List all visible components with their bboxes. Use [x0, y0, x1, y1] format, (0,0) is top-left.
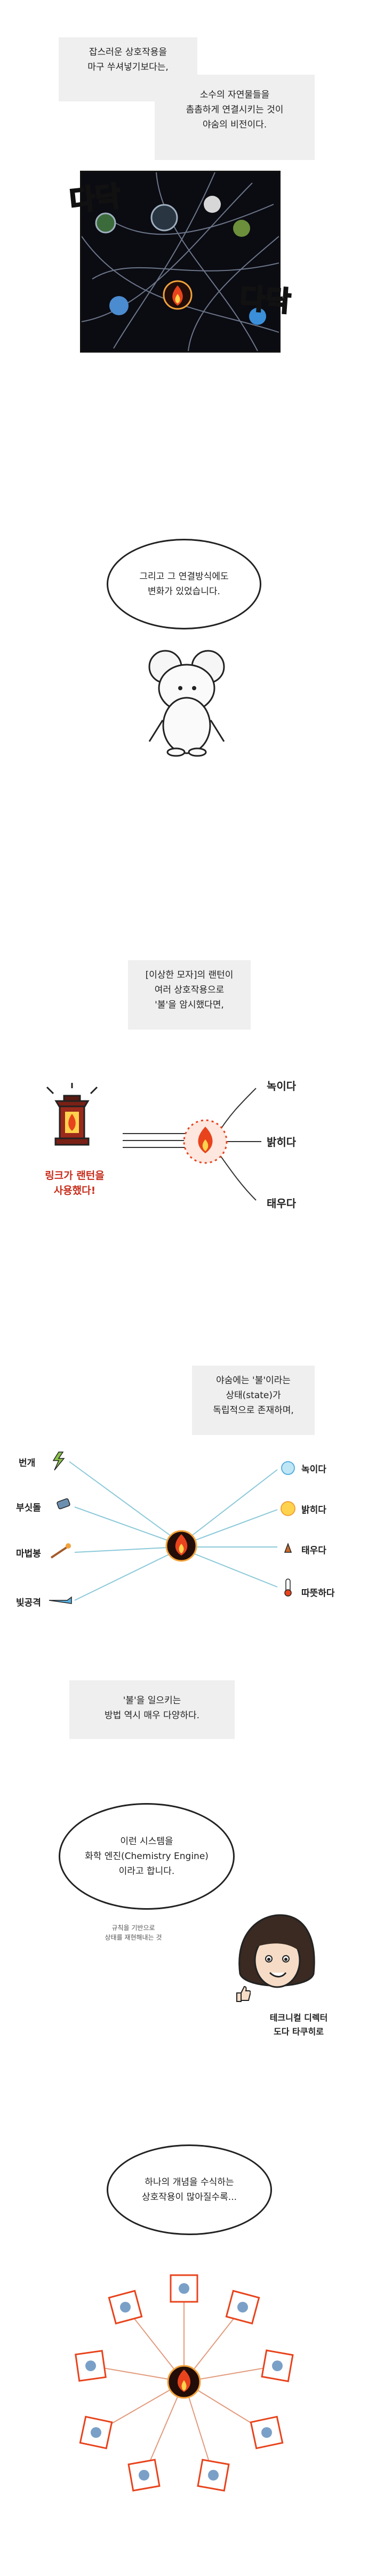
bubble-line: 화학 엔진(Chemistry Engine) [85, 1851, 209, 1862]
flame-core-icon [181, 2380, 187, 2391]
orb-node [233, 220, 250, 237]
light-arrow-icon [49, 1596, 72, 1604]
flame-core-icon [202, 1139, 209, 1151]
note-line: 사용했다! [53, 1185, 96, 1197]
effect-burn: 태우다 [267, 1197, 297, 1210]
orb-node [109, 296, 129, 315]
interaction-web [75, 2274, 294, 2492]
lantern-note: 링크가 랜턴을 사용했다! [21, 1168, 128, 1198]
caption-fire-methods: '불'을 일으키는 방법 역시 매우 다양하다. [69, 1680, 235, 1739]
sfx-dadak-left: 다닥 [67, 180, 123, 219]
orb-node [95, 212, 116, 234]
note-line: 규칙을 기반으로 [111, 1924, 155, 1932]
fire-state-diagram [49, 1452, 295, 1604]
caption-line: 여러 상호작용으로 [154, 985, 225, 995]
credit-line: 테크니컬 디렉터 [269, 2013, 328, 2023]
effect-burn: 태우다 [301, 1545, 326, 1556]
speech-bubble-chemistry: 이런 시스템을 화학 엔진(Chemistry Engine) 이라고 합니다. [59, 1803, 235, 1910]
ice-icon [281, 1461, 295, 1475]
source-flint: 부싯돌 [16, 1503, 41, 1513]
magic-rod-icon [50, 1546, 68, 1559]
source-magic-rod: 마법봉 [16, 1549, 41, 1559]
flint-icon [57, 1498, 70, 1510]
caption-line: '불'을 일으키는 [123, 1695, 181, 1706]
caption-line: 상태(state)가 [226, 1390, 281, 1401]
note-line: 링크가 랜턴을 [45, 1170, 105, 1182]
bubble-line: 상호작용이 많아질수록... [141, 2192, 237, 2203]
effect-light: 밝히다 [301, 1505, 326, 1516]
caption-line: 잡스러운 상호작용을 [89, 47, 167, 58]
mouse-character [148, 650, 225, 757]
lantern-effect-diagram [123, 1088, 261, 1201]
caption-line: 소수의 자연물들을 [199, 90, 270, 100]
thermometer-bulb-icon [284, 1589, 292, 1597]
orb-node [204, 196, 221, 213]
caption-vision-a: 잡스러운 상호작용을 마구 쑤셔넣기보다는, [59, 37, 197, 101]
source-light-attack: 빛공격 [16, 1598, 41, 1608]
sfx-dadak-right: 다닥 [238, 282, 293, 319]
flame-core-icon [179, 1544, 184, 1553]
effect-warm: 따뜻하다 [301, 1588, 335, 1599]
effect-melt: 녹이다 [301, 1464, 326, 1475]
effect-light: 밝히다 [267, 1136, 297, 1149]
bubble-line: 이런 시스템을 [120, 1836, 173, 1847]
flame-core-icon [175, 294, 180, 304]
bubble-line: 하나의 개념을 수식하는 [145, 2177, 234, 2188]
caption-line: '불'을 암시했다면, [155, 1000, 224, 1010]
thumbs-up-icon [236, 1985, 251, 2002]
director-credit: 테크니컬 디렉터 도다 타쿠히로 [251, 2011, 347, 2039]
chemistry-note: 규칙을 기반으로 상태를 재현해내는 것 [80, 1923, 187, 1942]
caption-vision-b: 소수의 자연물들을 촘촘하게 연결시키는 것이 야숨의 비전이다. [155, 75, 315, 160]
bubble-line: 이라고 합니다. [118, 1866, 175, 1877]
rod-tip-icon [66, 1543, 71, 1549]
bubble-line: 변화가 있었습니다. [148, 586, 220, 597]
speech-bubble-more-interactions: 하나의 개념을 수식하는 상호작용이 많아질수록... [107, 2144, 272, 2235]
orb-node [150, 204, 178, 232]
light-icon [281, 1501, 295, 1516]
credit-line: 도다 타쿠히로 [274, 2027, 324, 2037]
network-lines [82, 172, 279, 351]
caption-line: [이상한 모자]의 랜턴이 [145, 970, 234, 980]
caption-line: 촘촘하게 연결시키는 것이 [186, 105, 284, 115]
caption-lantern: [이상한 모자]의 랜턴이 여러 상호작용으로 '불'을 암시했다면, [128, 960, 251, 1030]
caption-line: 야숨의 비전이다. [202, 119, 267, 130]
effect-melt: 녹이다 [267, 1080, 297, 1092]
orb-node [249, 308, 266, 325]
burn-icon [284, 1542, 292, 1553]
caption-line: 마구 쑤셔넣기보다는, [87, 62, 169, 73]
director-portrait [238, 1914, 315, 1988]
caption-line: 방법 역시 매우 다양하다. [104, 1710, 199, 1721]
network-panel [80, 171, 281, 353]
note-line: 상태를 재현해내는 것 [105, 1934, 162, 1941]
caption-line: 야숨에는 '불'이라는 [216, 1375, 291, 1386]
caption-line: 독립적으로 존재하며, [213, 1405, 294, 1416]
speech-bubble-change: 그리고 그 연결방식에도 변화가 있었습니다. [107, 539, 261, 629]
caption-fire-state: 야숨에는 '불'이라는 상태(state)가 독립적으로 존재하며, [192, 1366, 315, 1435]
lightning-icon [52, 1452, 65, 1471]
source-lightning: 번개 [19, 1458, 36, 1469]
bubble-line: 그리고 그 연결방식에도 [139, 571, 229, 582]
lantern-icon [46, 1083, 98, 1146]
